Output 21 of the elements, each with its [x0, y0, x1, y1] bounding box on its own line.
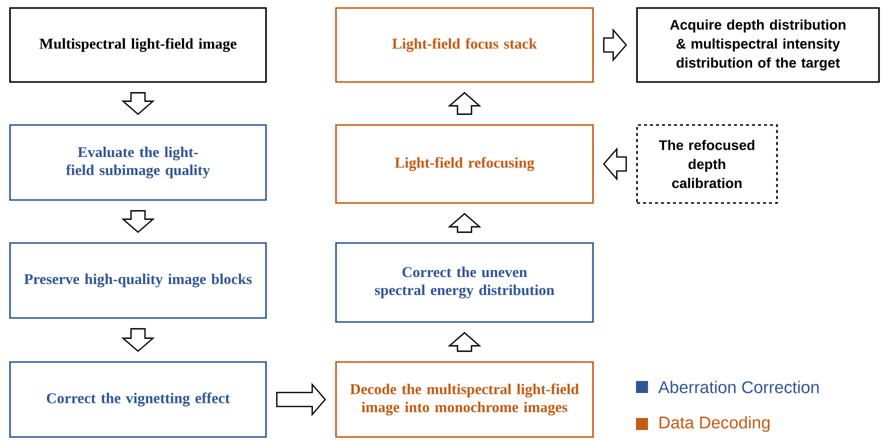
process-box: Decode the multispectral light-field image into monochrome images: [335, 361, 594, 438]
block-arrow: [603, 28, 628, 62]
process-box: Evaluate the light-field subimage quality: [9, 124, 267, 201]
block-arrow: [448, 92, 482, 115]
process-box: Multispectral light-field image: [9, 7, 267, 83]
process-box: Correct the uneven spectral energy distribution: [335, 242, 594, 323]
block-arrow: [448, 212, 482, 233]
block-arrow: [121, 328, 155, 352]
process-box: Light-field refocusing: [335, 124, 594, 204]
dashed-box: The refocused depth calibration: [636, 124, 778, 204]
process-box: Light-field focus stack: [335, 7, 594, 83]
block-arrow: [602, 147, 627, 181]
block-arrow: [276, 382, 326, 416]
process-box: Correct the vignetting effect: [9, 361, 267, 438]
block-arrow: [121, 210, 155, 234]
legend-label: Aberration Correction: [658, 380, 819, 394]
legend-label: Data Decoding: [660, 416, 770, 432]
process-box: Acquire depth distribution & multispectral intensity distribution of the target: [636, 7, 880, 83]
block-arrow: [121, 92, 155, 116]
process-box: Preserve high-quality image blocks: [9, 242, 267, 319]
block-arrow: [448, 332, 482, 352]
